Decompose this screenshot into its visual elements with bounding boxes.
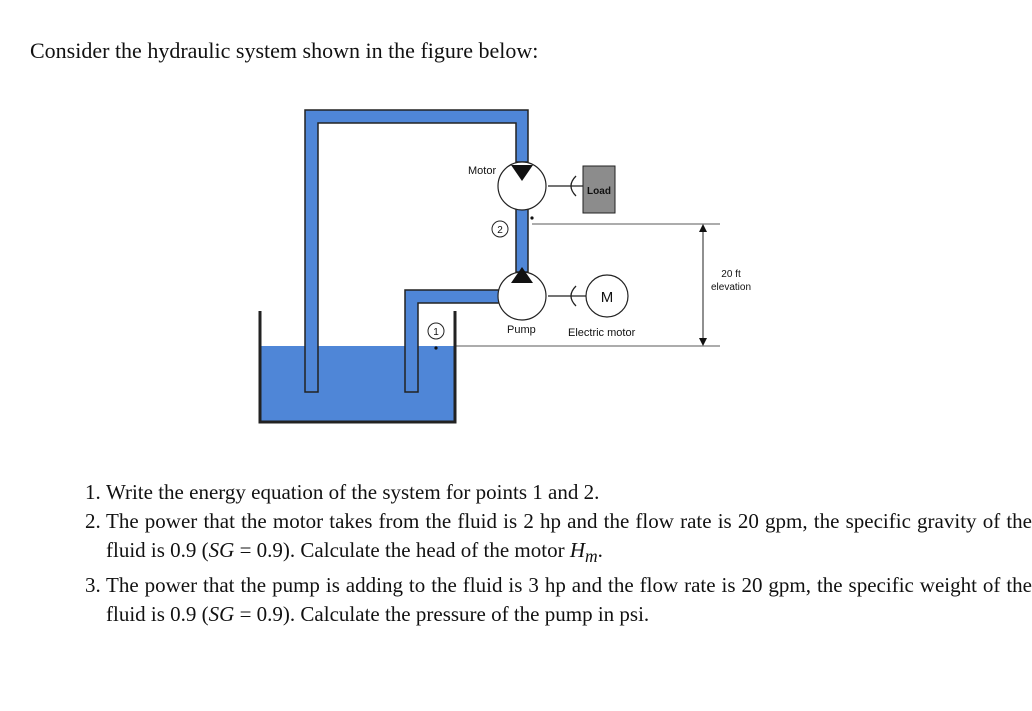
point-1-dot [434,346,438,350]
question-list: Write the energy equation of the system … [62,478,1032,629]
question-3-math-sg: SG [208,602,235,627]
elevation-arrow-up-icon [699,224,707,232]
question-2-text-b: = 0.9). Calculate the head of the motor [234,538,570,562]
elevation-arrow-down-icon [699,338,707,346]
point-2-label: 2 [497,225,503,236]
pump-triangle-icon [511,267,533,283]
reservoir-fluid [260,346,455,422]
load-label: Load [587,186,611,197]
question-2-math-sg: SG [208,538,235,562]
reservoir-wall [258,311,457,424]
question-2-text-c: . [597,538,603,562]
question-3-text-b: = 0.9). Calculate the pressure of the pu… [234,602,650,627]
electric-motor [585,274,629,318]
electric-motor-m-label: M [601,289,614,306]
question-2-math-h-sub: m [585,546,598,567]
electric-motor-label: Electric motor [568,327,636,339]
electric-motor-shaft [548,285,587,307]
question-3: The power that the pump is adding to the… [106,571,1032,629]
elevation-label-line2: elevation [711,282,751,293]
point-2-dot [530,216,534,220]
pump-label: Pump [507,324,536,336]
return-pipe [304,109,529,393]
question-2: The power that the motor takes from the … [106,507,1032,571]
intro-text: Consider the hydraulic system shown in t… [30,38,539,63]
question-1: Write the energy equation of the system … [106,478,1032,507]
load-box [582,165,616,214]
question-3-text-a: The power that the pump is adding to the… [106,573,1032,627]
point-1-marker [427,322,445,340]
motor-triangle-icon [511,165,533,181]
question-1-text: Write the energy equation of the system … [106,480,600,504]
motor-pump-pipe [515,207,529,273]
load-shaft [548,175,585,197]
motor-label: Motor [468,165,496,177]
hydraulic-motor [497,161,547,211]
point-2-marker [491,220,509,238]
question-2-text-a: The power that the motor takes from the … [106,509,1032,562]
point-1-label: 1 [433,327,439,338]
elevation-label-line1: 20 ft [721,269,741,280]
question-2-math-h: H [569,538,586,562]
